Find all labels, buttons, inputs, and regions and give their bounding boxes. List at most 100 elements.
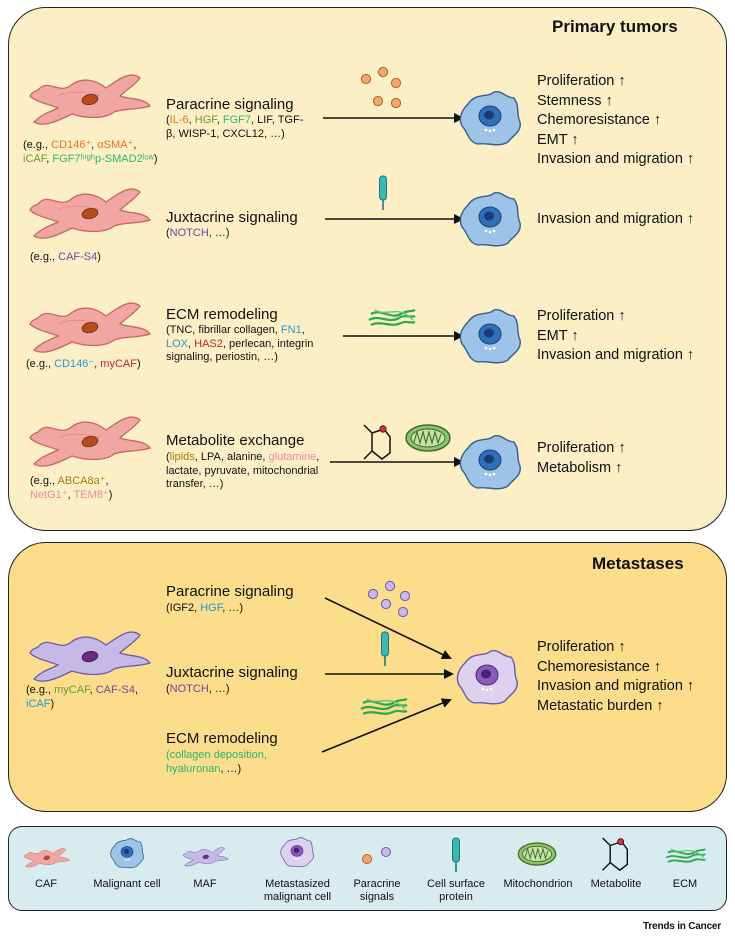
outcome-item: Stemness ↑ <box>537 92 613 109</box>
text-run: , <box>91 139 98 151</box>
mechanism-title: Paracrine signaling <box>166 583 294 600</box>
outcome-item: Chemoresistance ↑ <box>537 658 662 675</box>
metabolite-icon <box>601 837 629 871</box>
caf-examples: (e.g., CD146⁻, myCAF) <box>26 358 141 372</box>
text-run: , <box>316 451 320 463</box>
legend-label: CAF <box>35 878 57 890</box>
paracrine-signals-icon <box>362 847 391 864</box>
mechanism-detail: (lipids, LPA, alanine, glutamine,lactate… <box>166 451 320 490</box>
text-run: LOX <box>166 337 189 350</box>
legend-label: Metabolite <box>590 878 642 890</box>
outcome-item: EMT ↑ <box>537 327 579 344</box>
legend-label: Malignant cell <box>93 878 161 890</box>
arrow <box>324 597 452 660</box>
caf-examples: (e.g., CD146⁺, αSMA⁺,iCAF, FGF7ʰⁱᵍʰp-SMA… <box>23 139 158 166</box>
text-run: ) <box>153 152 158 165</box>
text-run: HAS2 <box>194 337 223 350</box>
mechanism-title: Metabolite exchange <box>166 432 305 449</box>
text-run: (e.g., <box>26 684 55 696</box>
mechanism-title: Juxtacrine signaling <box>166 209 298 226</box>
malignant-cell-icon <box>459 434 521 490</box>
cell-surface-protein-icon <box>380 631 390 667</box>
outcome-item: Proliferation ↑ <box>537 639 626 655</box>
outcome-item: EMT ↑ <box>537 131 579 148</box>
text-run: hyaluronan <box>166 762 221 775</box>
outcome-list: Proliferation ↑Stemness ↑Chemoresistance… <box>537 72 694 170</box>
outcome-list: Proliferation ↑Metabolism ↑ <box>537 439 626 478</box>
text-run: (collagen deposition, <box>166 749 267 761</box>
mechanism-detail: (NOTCH, …) <box>166 227 230 241</box>
legend-label: ECM <box>672 878 698 890</box>
outcome-list: Invasion and migration ↑ <box>537 210 694 230</box>
legend-label: Paracrine signals <box>353 878 401 903</box>
mechanism-detail: (IGF2, HGF, …) <box>166 602 243 616</box>
text-run: , <box>133 139 137 151</box>
text-run: iCAF <box>23 152 47 165</box>
mechanism-detail: (NOTCH, …) <box>166 683 230 697</box>
text-run: ( <box>166 683 170 695</box>
text-run: (e.g., <box>30 475 58 487</box>
ecm-icon <box>359 697 409 716</box>
text-run: ( <box>166 114 170 126</box>
text-run: FGF7 <box>222 114 252 126</box>
text-run: , <box>134 684 138 696</box>
legend-label: Cell surface protein <box>426 878 486 903</box>
text-run: HGF <box>194 114 217 126</box>
primary-title: Primary tumors <box>552 17 678 36</box>
caf-icon <box>29 188 151 239</box>
maf-icon <box>182 847 229 867</box>
text-run: , <box>188 114 195 126</box>
text-run: , …) <box>222 602 244 614</box>
metastasized-cell-icon <box>280 837 315 868</box>
paracrine-signals-icon <box>367 580 411 618</box>
caf-examples: (e.g., ABCA8a⁺,NetG1⁺, TEM8⁺) <box>30 475 112 502</box>
mitochondrion-icon <box>405 424 451 452</box>
maf-examples: (e.g., myCAF, CAF-S4,iCAF) <box>26 684 138 711</box>
text-run: (e.g., <box>26 358 55 370</box>
mechanism-title: Paracrine signaling <box>166 96 294 113</box>
outcome-item: Invasion and migration ↑ <box>537 678 695 694</box>
caf-icon <box>29 302 151 353</box>
text-run: , LPA, alanine, <box>194 451 269 463</box>
credit-logo-text: Trends in Cancer <box>643 921 721 932</box>
paracrine-signals-icon <box>360 66 402 109</box>
text-run: , <box>216 114 223 126</box>
text-run: NOTCH <box>169 683 209 695</box>
text-run: , <box>46 152 53 165</box>
text-run: glutamine <box>268 451 317 463</box>
text-run: ) <box>50 697 55 710</box>
text-run: IL-6 <box>169 114 189 126</box>
text-run: (IGF2, <box>166 602 201 614</box>
text-run: ( <box>166 451 170 463</box>
text-run: FN1 <box>280 324 302 336</box>
outcome-item: Proliferation ↑ <box>537 308 626 324</box>
outcome-item: Invasion and migration ↑ <box>537 347 695 363</box>
text-run: , perlecan, integrin <box>222 337 314 350</box>
mechanism-detail: (TNC, fibrillar collagen, FN1,LOX, HAS2,… <box>166 324 314 363</box>
text-run: (TNC, fibrillar collagen, <box>166 324 281 336</box>
outcome-item: Metastatic burden ↑ <box>537 697 664 714</box>
text-run: , …) <box>208 683 230 695</box>
text-run: CAF-S4 <box>58 251 98 263</box>
text-run: CD146⁻ <box>54 358 95 370</box>
mechanism-title: ECM remodeling <box>166 730 278 747</box>
cell-surface-protein-icon <box>451 837 461 873</box>
text-run: , <box>188 337 195 350</box>
text-run: ) <box>136 358 141 370</box>
text-run: ( <box>166 227 170 239</box>
text-run: , <box>67 488 74 501</box>
text-run: TEM8⁺ <box>73 488 109 501</box>
metastases-title: Metastases <box>592 554 684 573</box>
outcome-item: Proliferation ↑ <box>537 440 626 456</box>
outcome-item: Invasion and migration ↑ <box>537 211 695 227</box>
outcome-item: Chemoresistance ↑ <box>537 112 662 128</box>
text-run: , …) <box>208 227 230 239</box>
metastasized-cell-icon <box>456 649 518 705</box>
cell-surface-protein-icon <box>378 175 388 211</box>
legend-label: Mitochondrion <box>503 878 573 890</box>
outcome-item: Invasion and migration ↑ <box>537 151 695 167</box>
caf-icon <box>29 74 151 125</box>
malignant-cell-icon <box>459 308 521 364</box>
text-run: HGF <box>200 602 223 614</box>
malignant-cell-icon <box>110 838 145 869</box>
